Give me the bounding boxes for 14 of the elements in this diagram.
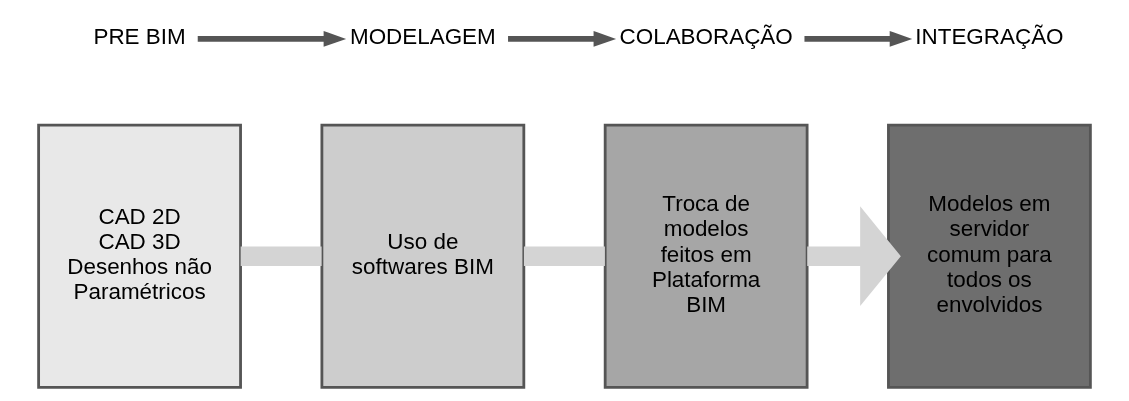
node-text: COLABORAÇÃO	[619, 24, 793, 50]
node-text: PRE BIM	[93, 24, 186, 50]
node-box: Uso de softwares BIM	[320, 123, 526, 389]
arrow	[804, 31, 913, 47]
node-text: INTEGRAÇÃO	[915, 24, 1064, 50]
node-box: Troca de modelos feitos em Plataforma BIM	[603, 123, 809, 389]
node-text: MODELAGEM	[349, 24, 496, 50]
arrow	[508, 31, 617, 47]
node-box: CAD 2D CAD 3D Desenhos não Paramétricos	[37, 123, 242, 389]
arrow	[197, 31, 347, 47]
connector	[240, 246, 322, 267]
arrow	[807, 206, 901, 307]
node-box: Modelos em servidor comum para todos os envolvidos	[887, 123, 1092, 389]
connector	[523, 246, 605, 267]
